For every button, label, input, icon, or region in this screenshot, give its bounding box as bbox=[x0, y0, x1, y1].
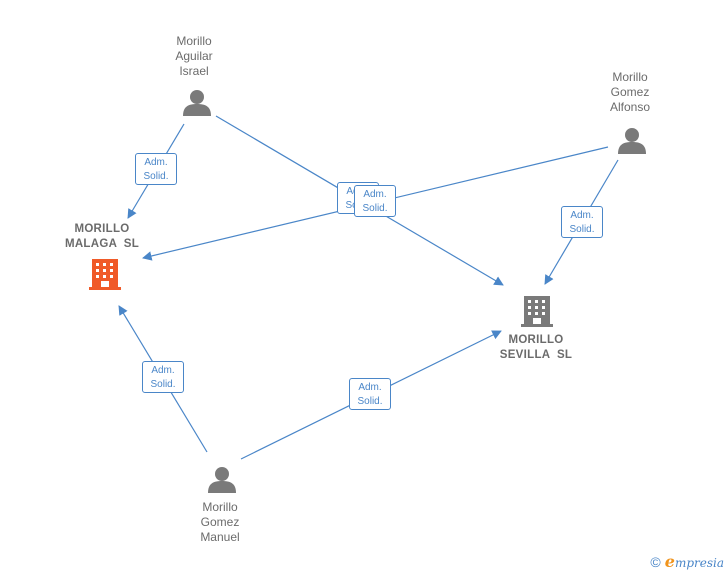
edge-badge-line: Adm. bbox=[363, 189, 387, 200]
edge-badge-line: Solid. bbox=[357, 396, 383, 407]
edge-badge-line: Adm. bbox=[358, 382, 382, 393]
person-icon bbox=[183, 90, 211, 116]
label-line: Gomez bbox=[200, 515, 240, 529]
label-line: MALAGA SL bbox=[64, 238, 140, 250]
edge-badge-alfonso-sevilla[interactable]: Adm. Solid. bbox=[561, 206, 603, 238]
person-label-morillo-gomez-alfonso[interactable]: Morillo Gomez Alfonso bbox=[598, 70, 662, 115]
edge-badge-manuel-malaga[interactable]: Adm. Solid. bbox=[142, 361, 184, 393]
label-line: Morillo bbox=[612, 70, 648, 84]
label-line: Manuel bbox=[200, 530, 240, 544]
label-line: Gomez bbox=[610, 85, 650, 99]
label-line: Alfonso bbox=[609, 100, 651, 114]
empresia-watermark[interactable]: © empresia bbox=[650, 552, 724, 571]
edge-badge-line: Solid. bbox=[143, 171, 169, 182]
company-label-morillo-sevilla-sl[interactable]: MORILLO SEVILLA SL bbox=[492, 333, 580, 363]
label-line: Morillo bbox=[202, 500, 238, 514]
person-label-morillo-gomez-manuel[interactable]: Morillo Gomez Manuel bbox=[188, 500, 252, 545]
label-line: SEVILLA SL bbox=[499, 349, 573, 361]
label-line: MORILLO bbox=[74, 223, 130, 235]
edge-badge-line: Solid. bbox=[150, 379, 176, 390]
edge-badge-line: Adm. bbox=[570, 210, 594, 221]
label-line: Israel bbox=[179, 64, 209, 78]
company-label-morillo-malaga-sl[interactable]: MORILLO MALAGA SL bbox=[58, 222, 146, 252]
copyright-icon: © bbox=[650, 553, 661, 570]
label-line: MORILLO bbox=[508, 334, 564, 346]
edge-badge-line: Adm. bbox=[151, 365, 175, 376]
person-icon bbox=[208, 467, 236, 493]
person-icon bbox=[618, 128, 646, 154]
edge-badge-line: Solid. bbox=[569, 224, 595, 235]
brand-name: mpresia bbox=[674, 556, 724, 570]
brand-wordmark: empresia bbox=[665, 552, 724, 571]
building-icon bbox=[521, 296, 553, 327]
person-label-morillo-aguilar-israel[interactable]: Morillo Aguilar Israel bbox=[162, 34, 226, 79]
label-line: Aguilar bbox=[175, 49, 213, 63]
building-icon bbox=[89, 259, 121, 290]
label-line: Morillo bbox=[176, 34, 212, 48]
edge-badge-aguilar-malaga[interactable]: Adm. Solid. bbox=[135, 153, 177, 185]
edge-badge-alfonso-malaga[interactable]: Adm. Solid. bbox=[354, 185, 396, 217]
edge-badge-line: Solid. bbox=[362, 203, 388, 214]
edge-badge-manuel-sevilla[interactable]: Adm. Solid. bbox=[349, 378, 391, 410]
edge-badge-line: Adm. bbox=[144, 157, 168, 168]
brand-initial: e bbox=[664, 552, 675, 571]
